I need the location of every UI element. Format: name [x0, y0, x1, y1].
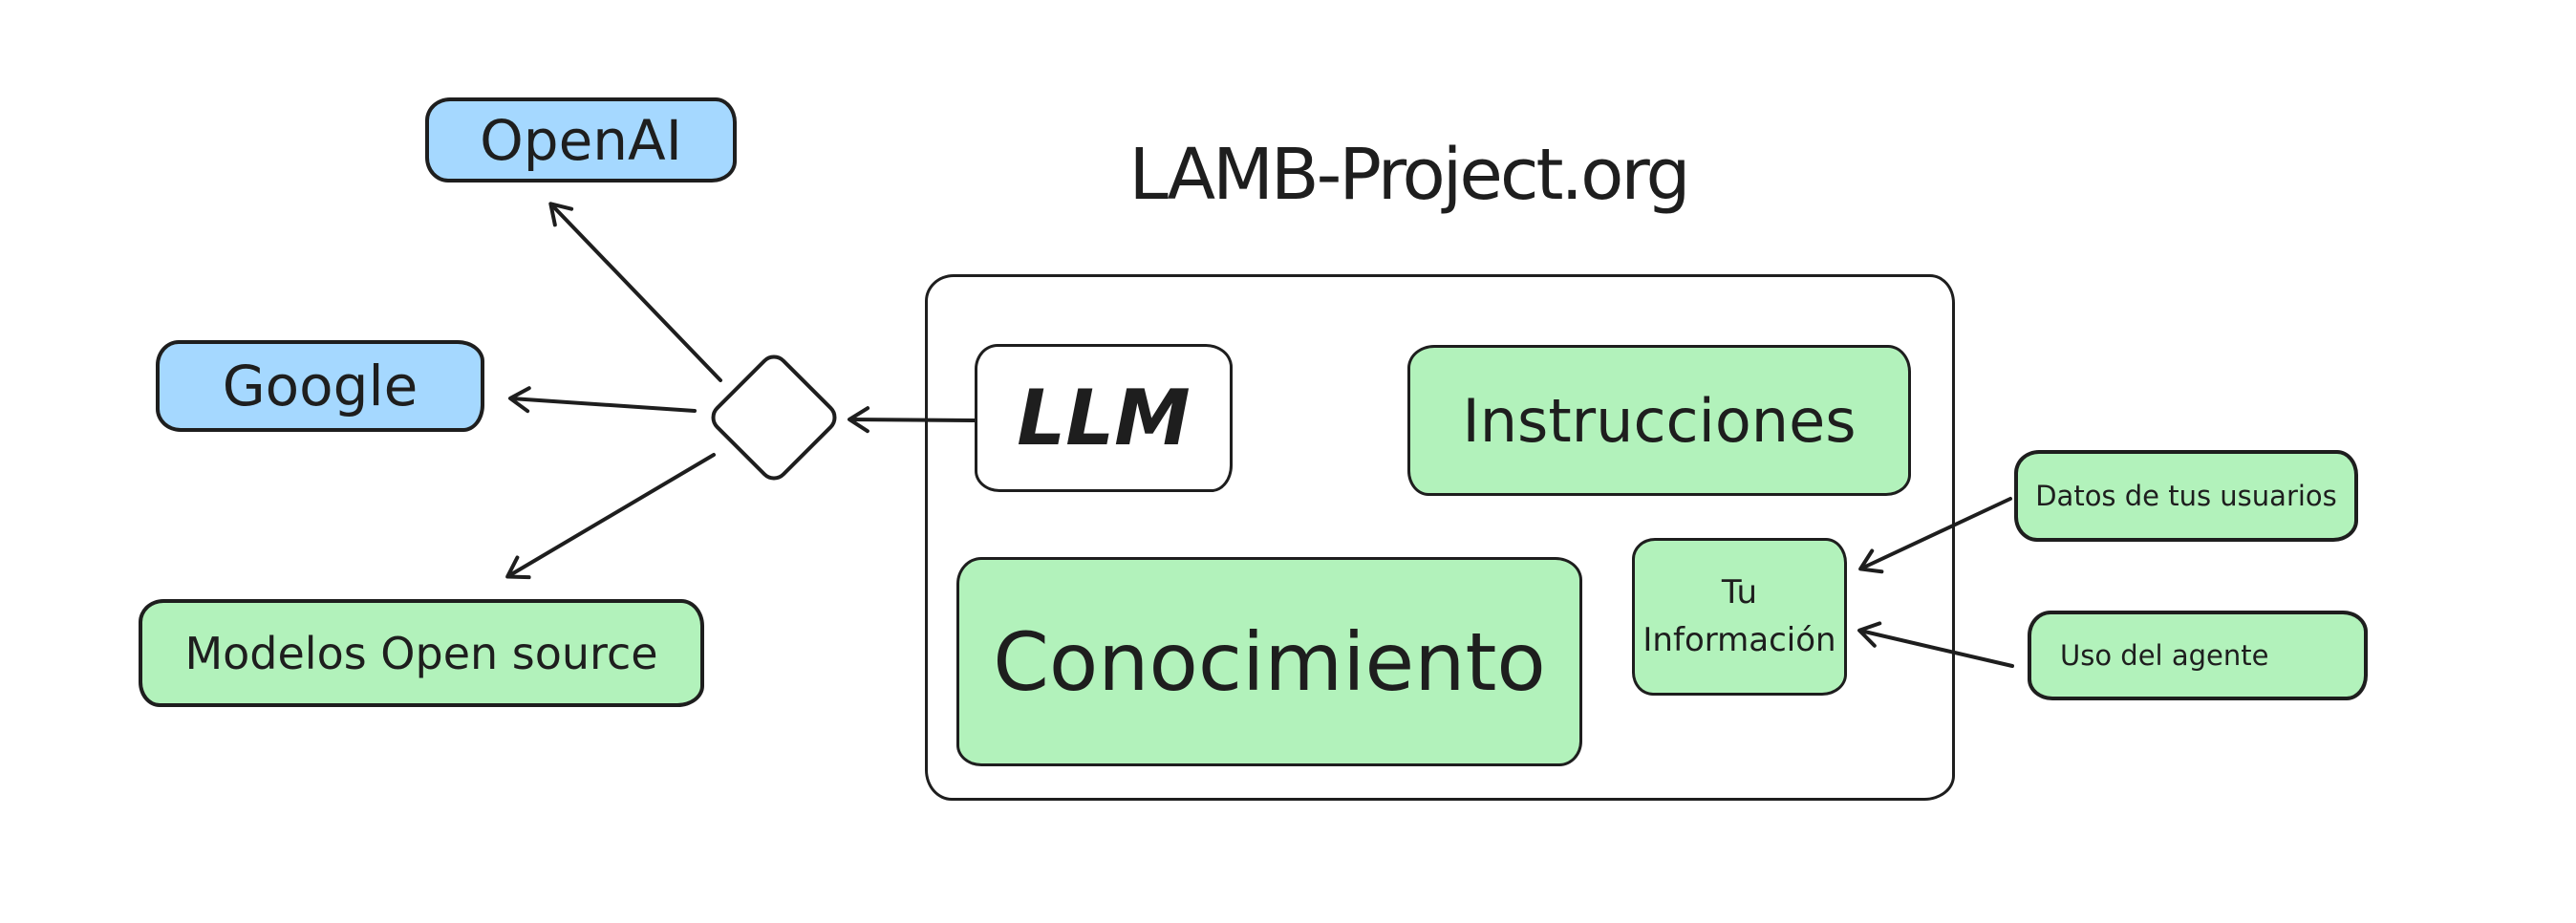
- node-llm-label: LLM: [1017, 374, 1191, 462]
- node-datos-de-tus-usuarios: Datos de tus usuarios: [2014, 450, 2358, 542]
- node-modelos-open-source: Modelos Open source: [139, 599, 704, 707]
- arrow-router-to-modelos: [505, 453, 716, 580]
- model-router-diamond: [711, 354, 837, 481]
- node-conocimiento-label: Conocimiento: [993, 614, 1546, 709]
- node-tu-informacion-line1: Tu: [1721, 573, 1758, 612]
- node-tu-informacion-line2: Información: [1642, 620, 1836, 659]
- node-modelos-open-source-label: Modelos Open source: [184, 627, 658, 679]
- arrow-router-to-google: [508, 386, 697, 414]
- node-datos-de-tus-usuarios-label: Datos de tus usuarios: [2035, 480, 2337, 512]
- node-tu-informacion: Tu Información: [1632, 538, 1847, 696]
- node-uso-del-agente: Uso del agente: [2028, 611, 2368, 700]
- node-uso-del-agente-label: Uso del agente: [2060, 639, 2269, 672]
- node-google: Google: [156, 340, 484, 432]
- node-openai: OpenAI: [425, 97, 737, 182]
- node-llm: LLM: [975, 344, 1233, 492]
- arrow-router-to-openai: [548, 202, 722, 382]
- node-conocimiento: Conocimiento: [956, 557, 1582, 766]
- node-instrucciones: Instrucciones: [1407, 345, 1911, 496]
- diagram-title: LAMB-Project.org: [1128, 134, 1691, 216]
- node-openai-label: OpenAI: [480, 107, 682, 173]
- node-google-label: Google: [222, 354, 419, 419]
- node-instrucciones-label: Instrucciones: [1462, 385, 1857, 456]
